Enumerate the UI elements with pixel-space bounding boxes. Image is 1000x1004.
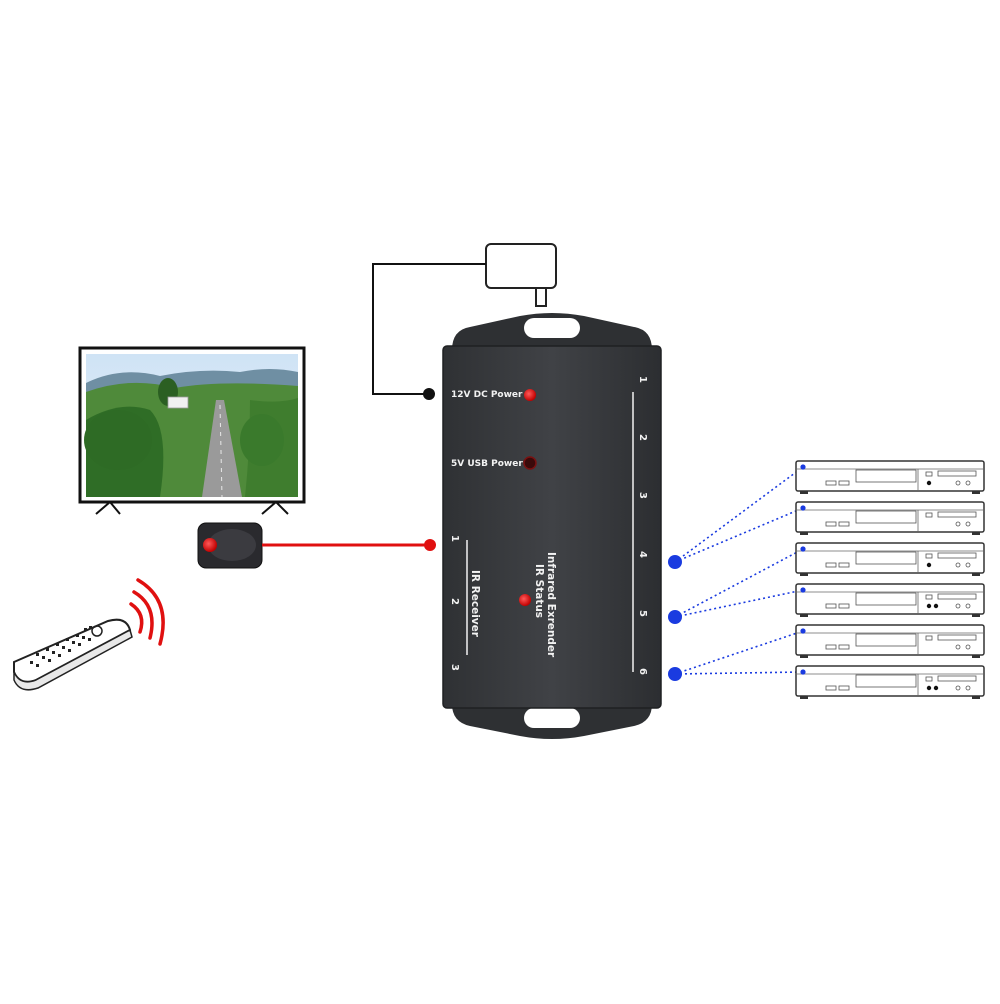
ir-signal-waves-icon xyxy=(129,578,165,646)
receiver-port-label: 2 xyxy=(449,598,460,605)
emitter-port-label: 6 xyxy=(637,668,648,675)
emitter-signal-line xyxy=(674,548,804,618)
power-5v-led xyxy=(523,456,537,470)
emitter-port-labels: 1 2 3 4 5 6 xyxy=(637,376,648,675)
device-ir-dot xyxy=(800,669,806,675)
emitter-signal-line xyxy=(674,671,804,675)
ir-emitter-head xyxy=(668,610,682,624)
receiver-label: IR Receiver xyxy=(469,570,481,638)
device-ir-dot xyxy=(800,587,806,593)
ir-receiver-eye-icon xyxy=(197,522,263,569)
tv-screen-image xyxy=(84,354,298,498)
set-top-box-icon xyxy=(795,583,985,617)
set-top-box-icon xyxy=(795,542,985,576)
emitter-heads xyxy=(668,555,682,681)
receiver-port-labels: 1 2 3 xyxy=(449,535,460,671)
emitter-signal-line xyxy=(674,630,804,675)
emitter-port-label: 5 xyxy=(637,610,648,617)
power-cable-plug xyxy=(423,388,435,400)
ir-emitter-head xyxy=(668,667,682,681)
power-12v-label: 12V DC Power xyxy=(451,390,523,400)
emitter-port-label: 1 xyxy=(637,376,648,383)
emitter-port-label: 3 xyxy=(637,492,648,499)
power-cable xyxy=(372,263,486,395)
device-ir-dot xyxy=(800,464,806,470)
emitter-port-label: 4 xyxy=(637,551,648,558)
emitter-signal-line xyxy=(674,589,804,618)
emitter-port-label: 2 xyxy=(637,434,648,441)
receiver-cable-plug xyxy=(424,539,436,551)
ir-status-led xyxy=(519,594,531,606)
set-top-box-icon xyxy=(795,665,985,699)
power-adapter-icon xyxy=(485,243,557,307)
power-12v-led xyxy=(524,389,536,401)
tv-icon xyxy=(78,346,306,515)
device-stack xyxy=(795,460,985,699)
ir-emitter-head xyxy=(668,555,682,569)
product-label: Infrared Exrender xyxy=(545,552,557,658)
remote-control-icon xyxy=(13,618,133,691)
receiver-port-label: 1 xyxy=(449,535,460,542)
set-top-box-icon xyxy=(795,460,985,494)
device-ir-dot xyxy=(800,628,806,634)
ir-status-label: IR Status xyxy=(533,564,545,618)
set-top-box-icon xyxy=(795,624,985,658)
set-top-box-icon xyxy=(795,501,985,535)
emitter-signal-line xyxy=(674,466,804,563)
emitter-lines xyxy=(674,466,804,675)
device-ir-dot xyxy=(800,546,806,552)
receiver-port-label: 3 xyxy=(449,664,460,671)
device-ir-dot xyxy=(800,505,806,511)
emitter-signal-line xyxy=(674,507,804,563)
ir-extender-hub: 12V DC Power 5V USB Power Infrared Exren… xyxy=(442,313,662,739)
power-5v-label: 5V USB Power xyxy=(451,459,523,469)
